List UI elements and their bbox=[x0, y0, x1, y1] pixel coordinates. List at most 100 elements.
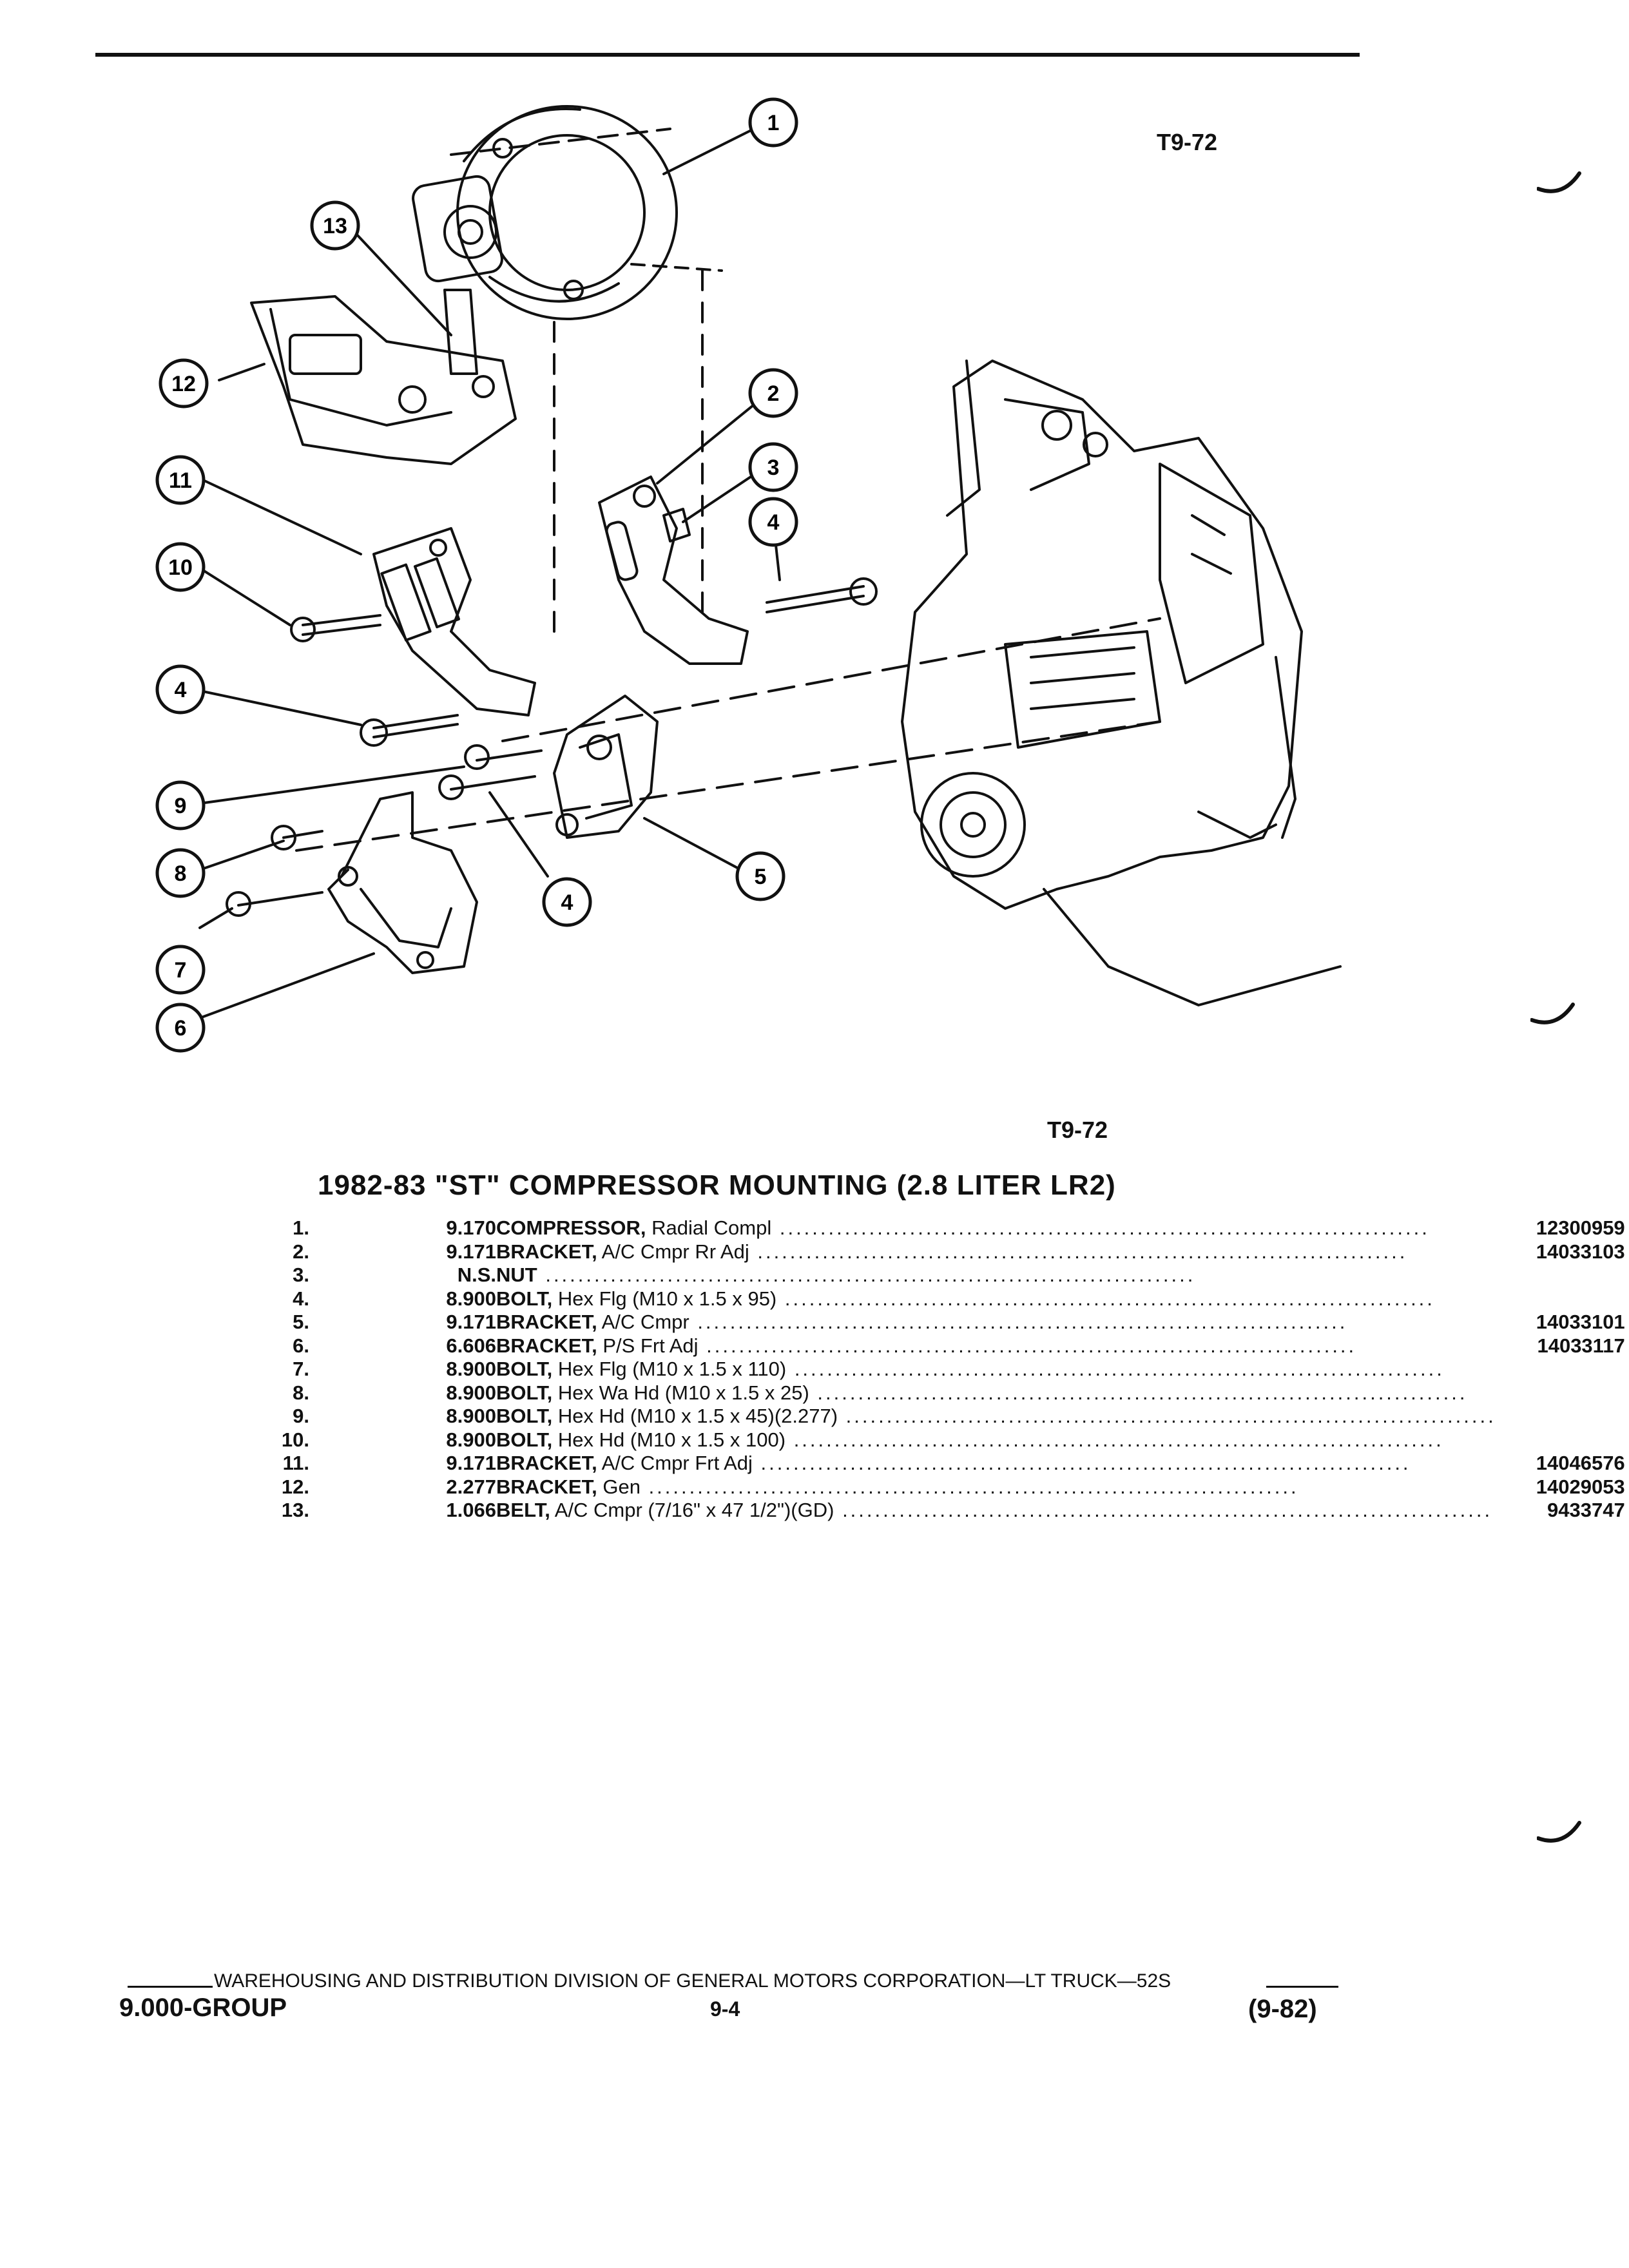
item-number: 4. bbox=[293, 1287, 309, 1310]
part-keyword: BRACKET, bbox=[496, 1311, 597, 1333]
part-detail: Hex Flg (M10 x 1.5 x 95) bbox=[552, 1287, 777, 1310]
item-number: 11. bbox=[282, 1452, 309, 1474]
leader-dots: ........................................… bbox=[689, 1311, 1348, 1333]
item-number: 6. bbox=[293, 1334, 309, 1357]
part-detail: Radial Compl bbox=[646, 1216, 772, 1239]
leader-dots: ........................................… bbox=[752, 1452, 1411, 1474]
part-number: 14033101 bbox=[1536, 1311, 1625, 1333]
callout-1: 1 bbox=[748, 97, 798, 148]
callout-4-bottom: 4 bbox=[542, 877, 592, 927]
leader-dots: ........................................… bbox=[834, 1499, 1493, 1521]
table-row: 3.N.S.NUT ..............................… bbox=[213, 1264, 1625, 1287]
part-description: BRACKET, A/C Cmpr Rr Adj ...............… bbox=[496, 1240, 1496, 1264]
svg-text:4: 4 bbox=[767, 510, 780, 535]
svg-text:4: 4 bbox=[175, 678, 187, 702]
part-number bbox=[1496, 1405, 1625, 1428]
callout-2: 2 bbox=[748, 368, 798, 418]
svg-text:5: 5 bbox=[755, 865, 767, 889]
footer-page-number: 9-4 bbox=[710, 1997, 740, 2021]
figure-ref-top: T9-72 bbox=[1157, 129, 1218, 155]
compressor-bracket-drawing bbox=[553, 695, 659, 839]
callout-8: 8 bbox=[155, 848, 206, 898]
item-number: 3. bbox=[293, 1264, 309, 1286]
part-keyword: BOLT, bbox=[496, 1428, 553, 1451]
leader-dots: ........................................… bbox=[838, 1405, 1496, 1427]
part-number: 12300959 bbox=[1536, 1216, 1625, 1239]
part-description: NUT ....................................… bbox=[496, 1264, 1496, 1287]
part-number: 14029053 bbox=[1536, 1475, 1625, 1498]
callout-6: 6 bbox=[155, 1003, 206, 1053]
leader-dots: ........................................… bbox=[809, 1381, 1468, 1404]
svg-text:8: 8 bbox=[175, 861, 187, 886]
group-number: 2.277 bbox=[446, 1475, 496, 1498]
part-detail: P/S Frt Adj bbox=[597, 1334, 699, 1357]
item-number: 7. bbox=[293, 1358, 309, 1380]
part-description: BOLT, Hex Flg (M10 x 1.5 x 95) .........… bbox=[496, 1287, 1496, 1311]
svg-text:6: 6 bbox=[175, 1016, 187, 1041]
leader-dots: ........................................… bbox=[776, 1287, 1435, 1310]
part-detail: A/C Cmpr Frt Adj bbox=[597, 1452, 753, 1474]
item-number: 8. bbox=[293, 1381, 309, 1404]
rear-adjust-bracket-drawing bbox=[598, 476, 749, 665]
footer-left-dash bbox=[128, 1986, 213, 1988]
leader-dots: ........................................… bbox=[786, 1358, 1445, 1380]
part-keyword: BOLT, bbox=[496, 1358, 553, 1380]
group-number: 9.171 bbox=[446, 1452, 496, 1474]
part-keyword: BOLT, bbox=[496, 1287, 553, 1310]
part-detail: Hex Hd (M10 x 1.5 x 100) bbox=[552, 1428, 786, 1451]
binder-mark-1 bbox=[1537, 171, 1581, 193]
leader-dots: ........................................… bbox=[537, 1264, 1196, 1286]
group-number: 6.606 bbox=[446, 1334, 496, 1357]
engine-drawing bbox=[901, 360, 1342, 1006]
front-adjust-bracket-drawing bbox=[372, 527, 536, 716]
group-number: 8.900 bbox=[446, 1358, 496, 1380]
svg-text:1: 1 bbox=[767, 111, 780, 135]
item-number: 9. bbox=[293, 1405, 309, 1427]
part-keyword: NUT bbox=[496, 1264, 537, 1286]
svg-text:2: 2 bbox=[767, 381, 780, 406]
callout-9: 9 bbox=[155, 780, 206, 831]
leader-dots: ........................................… bbox=[698, 1334, 1357, 1357]
svg-text:13: 13 bbox=[323, 214, 347, 238]
callout-4-right: 4 bbox=[748, 497, 798, 547]
footer-right-dash bbox=[1266, 1986, 1338, 1988]
part-detail: Hex Wa Hd (M10 x 1.5 x 25) bbox=[552, 1381, 809, 1404]
bolts-drawing bbox=[226, 577, 878, 917]
part-keyword: BELT, bbox=[496, 1499, 550, 1521]
callout-13: 13 bbox=[310, 200, 360, 251]
item-number: 13. bbox=[281, 1499, 309, 1521]
part-detail: Hex Hd (M10 x 1.5 x 45)(2.277) bbox=[552, 1405, 838, 1427]
part-number bbox=[1496, 1264, 1625, 1287]
belt-drawing bbox=[443, 289, 478, 375]
leader-dots: ........................................… bbox=[771, 1216, 1430, 1239]
footer-revision: (9-82) bbox=[1248, 1995, 1317, 2023]
part-keyword: BRACKET, bbox=[496, 1475, 597, 1498]
item-number: 5. bbox=[293, 1311, 309, 1333]
part-keyword: BRACKET, bbox=[496, 1452, 597, 1474]
footer-group: 9.000-GROUP bbox=[119, 1994, 287, 2022]
group-number: 1.066 bbox=[446, 1499, 496, 1521]
binder-mark-3 bbox=[1537, 1821, 1581, 1843]
item-number: 10. bbox=[281, 1428, 309, 1451]
compressor-drawing bbox=[412, 105, 723, 320]
svg-text:9: 9 bbox=[175, 794, 187, 818]
group-number: 8.900 bbox=[446, 1405, 496, 1427]
svg-text:11: 11 bbox=[169, 468, 192, 493]
group-number: 8.900 bbox=[446, 1287, 496, 1310]
svg-text:4: 4 bbox=[561, 890, 574, 915]
part-detail: A/C Cmpr bbox=[597, 1311, 689, 1333]
part-keyword: BOLT, bbox=[496, 1381, 553, 1404]
group-number: 8.900 bbox=[446, 1428, 496, 1451]
callout-11: 11 bbox=[155, 455, 206, 505]
part-number: 14033117 bbox=[1537, 1334, 1625, 1357]
svg-text:12: 12 bbox=[171, 372, 196, 396]
callout-leaders bbox=[198, 128, 781, 1019]
group-number: 9.170 bbox=[446, 1216, 496, 1239]
